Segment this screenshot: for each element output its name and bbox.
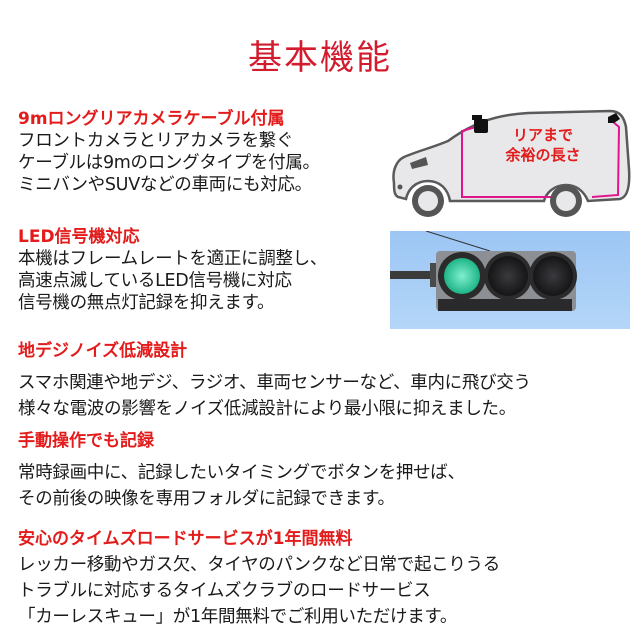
section-body: 本機はフレームレートを適正に調整し、 高速点滅しているLED信号機に対応 信号機… — [18, 248, 327, 314]
body-line: 常時録画中に、記録したいタイミングでボタンを押せば、 — [18, 463, 465, 483]
body-line: レッカー移動やガス欠、タイヤのパンクなど日常で起こりうる — [18, 555, 500, 575]
section-body: フロントカメラとリアカメラを繋ぐ ケーブルは9mのロングタイプを付属。 ミニバン… — [18, 130, 320, 196]
section-heading: LED信号機対応 — [18, 227, 140, 247]
body-line: フロントカメラとリアカメラを繋ぐ — [18, 131, 294, 151]
section-heading: 9mロングリアカメラケーブル付属 — [18, 109, 285, 129]
section-heading: 地デジノイズ低減設計 — [18, 341, 188, 361]
car-label: リアまで 余裕の長さ — [493, 125, 593, 165]
minivan-cable-illustration: リアまで 余裕の長さ — [388, 105, 633, 217]
car-label-line2: 余裕の長さ — [505, 146, 581, 164]
section-body: レッカー移動やガス欠、タイヤのパンクなど日常で起こりうる トラブルに対応するタイ… — [18, 552, 500, 630]
body-line: ケーブルは9mのロングタイプを付属。 — [18, 153, 320, 173]
body-line: 高速点滅しているLED信号機に対応 — [18, 271, 292, 291]
section-manual-record: 手動操作でも記録 常時録画中に、記録したいタイミングでボタンを押せば、 その前後… — [18, 430, 465, 512]
body-line: スマホ関連や地デジ、ラジオ、車両センサーなど、車内に飛び交う — [18, 373, 531, 393]
body-line: トラブルに対応するタイムズクラブのロードサービス — [18, 581, 431, 601]
section-noise-reduction: 地デジノイズ低減設計 スマホ関連や地デジ、ラジオ、車両センサーなど、車内に飛び交… — [18, 340, 531, 422]
car-label-line1: リアまで — [512, 126, 573, 144]
traffic-light-icon — [390, 231, 630, 329]
section-body: 常時録画中に、記録したいタイミングでボタンを押せば、 その前後の映像を専用フォル… — [18, 460, 465, 512]
body-line: 信号機の無点灯記録を抑えます。 — [18, 293, 275, 313]
body-line: 本機はフレームレートを適正に調整し、 — [18, 249, 328, 269]
section-led-signal: LED信号機対応 本機はフレームレートを適正に調整し、 高速点滅しているLED信… — [18, 226, 327, 314]
minivan-icon — [392, 109, 631, 217]
body-line: 様々な電波の影響をノイズ低減設計により最小限に抑えました。 — [18, 399, 516, 419]
section-rear-camera-cable: 9mロングリアカメラケーブル付属 フロントカメラとリアカメラを繋ぐ ケーブルは9… — [18, 108, 320, 196]
section-heading: 安心のタイムズロードサービスが1年間無料 — [18, 529, 353, 549]
body-line: ミニバンやSUVなどの車両にも対応。 — [18, 175, 312, 195]
section-body: スマホ関連や地デジ、ラジオ、車両センサーなど、車内に飛び交う 様々な電波の影響を… — [18, 370, 531, 422]
section-road-service: 安心のタイムズロードサービスが1年間無料 レッカー移動やガス欠、タイヤのパンクな… — [18, 528, 500, 630]
page-title: 基本機能 — [248, 38, 392, 78]
traffic-signal-photo — [390, 231, 630, 329]
body-line: その前後の映像を専用フォルダに記録できます。 — [18, 489, 395, 509]
section-heading: 手動操作でも記録 — [18, 431, 154, 451]
body-line: 「カーレスキュー」が1年間無料でご利用いただけます。 — [18, 607, 458, 627]
